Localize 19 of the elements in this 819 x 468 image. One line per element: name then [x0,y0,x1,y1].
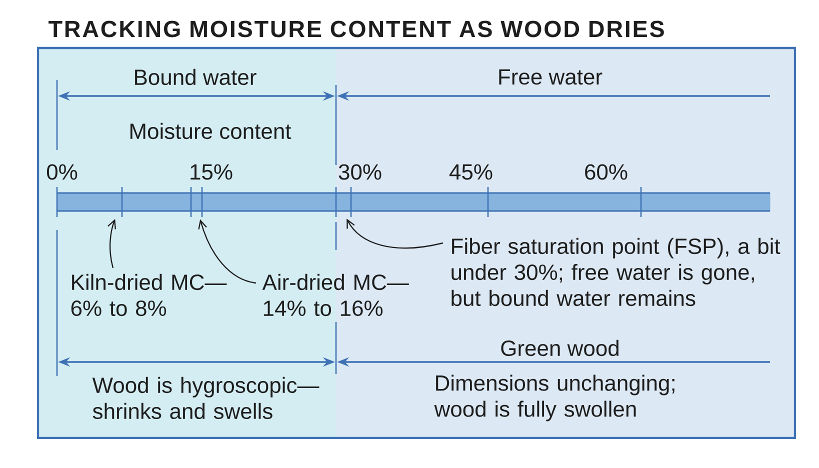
scale-bar [56,187,770,217]
callout-text: Fiber saturation point (FSP), a bit under 30%; free water is gone, but bound water remains [452,238,780,306]
dimension-label: Bound water [135,68,256,86]
note-text: Wood is hygroscopic— shrinks and swells [92,376,320,420]
callout-text: Air-dried MC— 14% to 16% [262,274,409,316]
note-text: Dimensions unchanging; wood is fully swollen [434,374,674,422]
tick-label: 45% [449,164,492,180]
tick-label: 30% [338,164,382,180]
leader-line [108,218,116,268]
tick-label: 60% [585,164,628,180]
tick-label: 15% [190,164,232,180]
leader-line [198,219,256,284]
tick-label: 0% [46,164,78,180]
dimension-label: Free water [499,69,602,85]
dimension-label: Green wood [501,340,618,356]
axis-title: Moisture content [130,122,292,140]
title: TRACKING MOISTURE CONTENT AS WOOD DRIES [48,20,664,38]
callout-text: Kiln-dried MC—6% to 8% [71,274,227,316]
leader-line [346,218,444,249]
